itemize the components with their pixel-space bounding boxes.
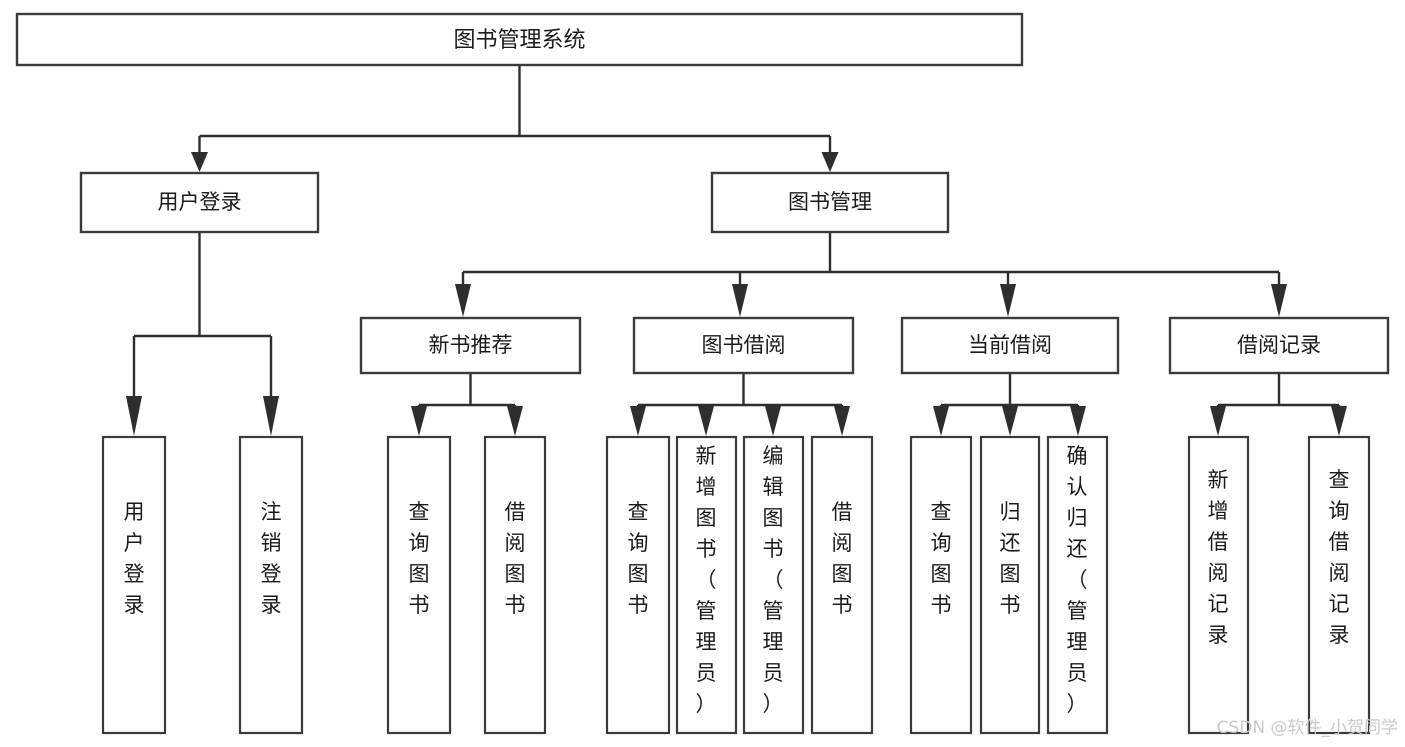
node-leaf-borrow-book-1[interactable]: 借阅图书 xyxy=(483,435,547,735)
node-leaf-query-book-3[interactable]: 查询图书 xyxy=(909,435,973,735)
node-leaf-query-book-1-label: 查询图书 xyxy=(409,500,430,617)
arrow-head-leaf-add-book xyxy=(698,406,714,436)
node-new-book-recommend[interactable]: 新书推荐 xyxy=(359,316,582,375)
node-book-borrow[interactable]: 图书借阅 xyxy=(632,316,855,375)
node-book-manage[interactable]: 图书管理 xyxy=(710,171,950,234)
arrow-head-leaf-query-record xyxy=(1331,406,1347,436)
node-leaf-query-book-3-box[interactable] xyxy=(909,435,973,735)
node-user-login-box[interactable] xyxy=(79,171,320,234)
node-borrow-record-label: 借阅记录 xyxy=(1237,333,1321,357)
node-leaf-user-login-label: 用户登录 xyxy=(124,500,145,617)
arrow-head-leaf-query-book-3 xyxy=(933,406,949,436)
node-leaf-query-record-box[interactable] xyxy=(1307,435,1371,735)
node-leaf-edit-book-box[interactable] xyxy=(742,435,805,735)
node-leaf-query-book-1[interactable]: 查询图书 xyxy=(386,435,452,735)
arrow-head-leaf-borrow-book-1 xyxy=(507,406,523,436)
node-leaf-query-record-label: 查询借阅记录 xyxy=(1329,468,1350,647)
node-leaf-edit-book[interactable]: 编辑图书（管理员） xyxy=(742,435,805,735)
node-leaf-borrow-book-1-box[interactable] xyxy=(483,435,547,735)
node-new-book-recommend-label: 新书推荐 xyxy=(429,333,513,357)
node-leaf-edit-book-label: 编辑图书（管理员） xyxy=(763,444,784,716)
node-book-borrow-box[interactable] xyxy=(632,316,855,375)
node-leaf-add-record-label: 新增借阅记录 xyxy=(1208,468,1229,647)
arrow-head-borrow-record xyxy=(1271,284,1287,317)
node-borrow-record[interactable]: 借阅记录 xyxy=(1168,316,1390,375)
arrow-head-current-borrow xyxy=(1000,284,1016,317)
node-leaf-query-record[interactable]: 查询借阅记录 xyxy=(1307,435,1371,735)
node-leaf-query-book-1-box[interactable] xyxy=(386,435,452,735)
node-leaf-confirm-return[interactable]: 确认归还（管理员） xyxy=(1046,435,1109,735)
node-root-label: 图书管理系统 xyxy=(453,28,585,53)
node-leaf-logout-label: 注销登录 xyxy=(261,500,282,617)
node-new-book-recommend-box[interactable] xyxy=(359,316,582,375)
arrow-head-new-book-recommend xyxy=(455,284,471,317)
arrow-head-book-borrow xyxy=(732,284,748,317)
node-leaf-add-book[interactable]: 新增图书（管理员） xyxy=(675,435,738,735)
arrow-head-book-manage xyxy=(821,152,839,172)
arrow-head-leaf-confirm-return xyxy=(1070,406,1086,436)
node-leaf-confirm-return-box[interactable] xyxy=(1046,435,1109,735)
arrow-head-leaf-edit-book xyxy=(765,406,781,436)
node-leaf-return-book-label: 归还图书 xyxy=(1000,500,1021,617)
node-current-borrow-box[interactable] xyxy=(900,316,1120,375)
node-user-login[interactable]: 用户登录 xyxy=(79,171,320,234)
arrow-head-leaf-query-book-2 xyxy=(630,406,646,436)
arrow-head-leaf-query-book-1 xyxy=(411,406,427,436)
node-leaf-query-book-2[interactable]: 查询图书 xyxy=(605,435,671,735)
arrow-head-leaf-add-record xyxy=(1210,406,1226,436)
node-leaf-query-book-2-box[interactable] xyxy=(605,435,671,735)
csdn-watermark: CSDN @软件_小贺同学 xyxy=(1217,718,1398,738)
arrow-head-leaf-logout xyxy=(263,396,279,436)
node-leaf-query-book-3-label: 查询图书 xyxy=(931,500,952,617)
node-leaf-add-record[interactable]: 新增借阅记录 xyxy=(1187,435,1250,735)
node-leaf-user-login-box[interactable] xyxy=(101,435,167,735)
node-book-manage-label: 图书管理 xyxy=(788,190,872,214)
node-leaf-logout-box[interactable] xyxy=(238,435,304,735)
arrow-head-leaf-user-login xyxy=(126,396,142,436)
arrow-head-user-login xyxy=(191,152,208,172)
node-leaf-borrow-book-2-box[interactable] xyxy=(810,435,874,735)
node-leaf-return-book[interactable]: 归还图书 xyxy=(979,435,1041,735)
node-current-borrow-label: 当前借阅 xyxy=(968,333,1052,357)
node-root[interactable]: 图书管理系统 xyxy=(15,12,1024,67)
node-current-borrow[interactable]: 当前借阅 xyxy=(900,316,1120,375)
node-user-login-label: 用户登录 xyxy=(158,190,242,214)
arrow-head-leaf-return-book xyxy=(1002,406,1018,436)
node-leaf-borrow-book-2[interactable]: 借阅图书 xyxy=(810,435,874,735)
node-leaf-logout[interactable]: 注销登录 xyxy=(238,435,304,735)
node-borrow-record-box[interactable] xyxy=(1168,316,1390,375)
node-leaf-borrow-book-1-label: 借阅图书 xyxy=(505,500,526,617)
node-leaf-add-book-box[interactable] xyxy=(675,435,738,735)
node-leaf-user-login[interactable]: 用户登录 xyxy=(101,435,167,735)
node-book-borrow-label: 图书借阅 xyxy=(702,333,786,357)
node-leaf-return-book-box[interactable] xyxy=(979,435,1041,735)
node-leaf-query-book-2-label: 查询图书 xyxy=(628,500,649,617)
connector-layer xyxy=(126,65,1347,436)
node-book-manage-box[interactable] xyxy=(710,171,950,234)
node-leaf-borrow-book-2-label: 借阅图书 xyxy=(832,500,853,617)
node-leaf-add-book-label: 新增图书（管理员） xyxy=(696,444,717,716)
arrow-head-leaf-borrow-book-2 xyxy=(834,406,850,436)
node-root-box[interactable] xyxy=(15,12,1024,67)
node-leaf-confirm-return-label: 确认归还（管理员） xyxy=(1067,444,1088,716)
node-leaf-add-record-box[interactable] xyxy=(1187,435,1250,735)
